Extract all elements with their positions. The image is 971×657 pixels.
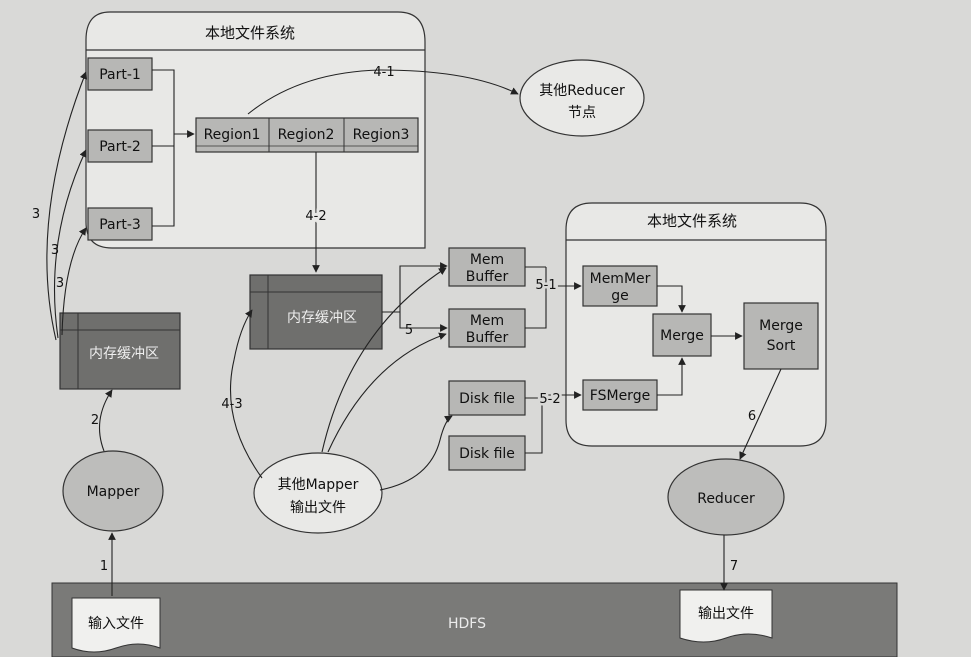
edge-4-1 <box>247 69 519 115</box>
merge-label: Merge <box>660 328 704 344</box>
disk-file-2-label: Disk file <box>459 446 515 462</box>
region-3-label: Region3 <box>353 127 410 143</box>
mapper-label: Mapper <box>87 484 140 500</box>
edge-3c-label: 3 <box>56 276 64 291</box>
memmerge-label-1: MemMer <box>590 271 651 287</box>
edge-5-1-label: 5-1 <box>535 278 556 293</box>
memory-buffer-mid: 内存缓冲区 <box>249 274 383 350</box>
edge-4-3-label: 4-3 <box>221 397 242 412</box>
mem-buffer-2-label-2: Buffer <box>466 330 509 346</box>
other-mapper-node: 其他Mapper 输出文件 <box>253 452 383 534</box>
output-file-label: 输出文件 <box>698 606 754 622</box>
edges-3 <box>46 71 88 341</box>
part-1-label: Part-1 <box>99 67 141 83</box>
edge-6 <box>739 368 782 460</box>
mem-buffer-1: Mem Buffer <box>448 247 526 287</box>
reducer-node: Reducer <box>667 458 785 536</box>
fsmerge-label: FSMerge <box>590 388 650 404</box>
edge-6-label: 6 <box>748 409 756 424</box>
edge-4-1-label: 4-1 <box>373 65 394 80</box>
memmerge-box: MemMer ge <box>582 265 658 307</box>
edge-5-2-label: 5-2 <box>539 392 560 407</box>
part-3-label: Part-3 <box>99 217 141 233</box>
output-file-doc: 输出文件 <box>679 589 773 643</box>
merge-sort-label-2: Sort <box>767 338 796 354</box>
mem-buffer-2: Mem Buffer <box>448 308 526 348</box>
other-reducer-label-1: 其他Reducer <box>539 83 625 99</box>
part-1-box: Part-1 <box>87 57 153 91</box>
other-mapper-label-1: 其他Mapper <box>278 477 359 493</box>
edge-5-2 <box>525 391 582 454</box>
mapper-node: Mapper <box>62 450 164 532</box>
local-fs-right-title: 本地文件系统 <box>647 212 737 230</box>
memory-buffer-mid-label: 内存缓冲区 <box>287 310 357 326</box>
edge-4-3 <box>229 309 263 479</box>
other-mapper-edges <box>321 267 453 491</box>
other-mapper-label-2: 输出文件 <box>290 500 346 516</box>
merge-box: Merge <box>652 313 712 357</box>
edge-4-2-label: 4-2 <box>305 209 326 224</box>
mem-buffer-1-label-2: Buffer <box>466 269 509 285</box>
part-2-box: Part-2 <box>87 129 153 163</box>
edge-5-label: 5 <box>405 323 413 338</box>
local-fs-top-title: 本地文件系统 <box>205 24 295 42</box>
mem-buffer-1-label-1: Mem <box>470 252 504 268</box>
fsmerge-box: FSMerge <box>582 379 658 411</box>
region-1-label: Region1 <box>204 127 261 143</box>
part-connectors <box>152 69 195 227</box>
part-3-box: Part-3 <box>87 207 153 241</box>
edge-3b-label: 3 <box>51 243 59 258</box>
memmerge-label-2: ge <box>611 288 629 304</box>
hdfs-label: HDFS <box>448 616 486 632</box>
merge-sort-label-1: Merge <box>759 318 803 334</box>
edge-5-1 <box>525 266 582 329</box>
edge-7-label: 7 <box>730 559 738 574</box>
merge-sort-box: Merge Sort <box>743 302 819 370</box>
other-reducer-label-2: 节点 <box>568 105 596 121</box>
input-file-doc: 输入文件 <box>71 597 161 653</box>
disk-file-2: Disk file <box>448 435 526 471</box>
disk-file-1: Disk file <box>448 380 526 416</box>
merge-connectors <box>657 285 743 396</box>
edge-2 <box>99 389 113 452</box>
disk-file-1-label: Disk file <box>459 391 515 407</box>
reducer-label: Reducer <box>697 491 755 507</box>
mem-buffer-2-label-1: Mem <box>470 313 504 329</box>
edge-3a-label: 3 <box>32 207 40 222</box>
memory-buffer-left-label: 内存缓冲区 <box>89 346 159 362</box>
other-reducer-node: 其他Reducer 节点 <box>519 59 645 137</box>
region-2-label: Region2 <box>278 127 335 143</box>
edge-2-label: 2 <box>91 413 99 428</box>
memory-buffer-left: 内存缓冲区 <box>59 312 181 390</box>
edge-1-label: 1 <box>100 559 108 574</box>
region-bar: Region1 Region2 Region3 <box>195 117 419 153</box>
edge-5 <box>382 262 448 332</box>
part-2-label: Part-2 <box>99 139 141 155</box>
input-file-label: 输入文件 <box>88 616 144 632</box>
